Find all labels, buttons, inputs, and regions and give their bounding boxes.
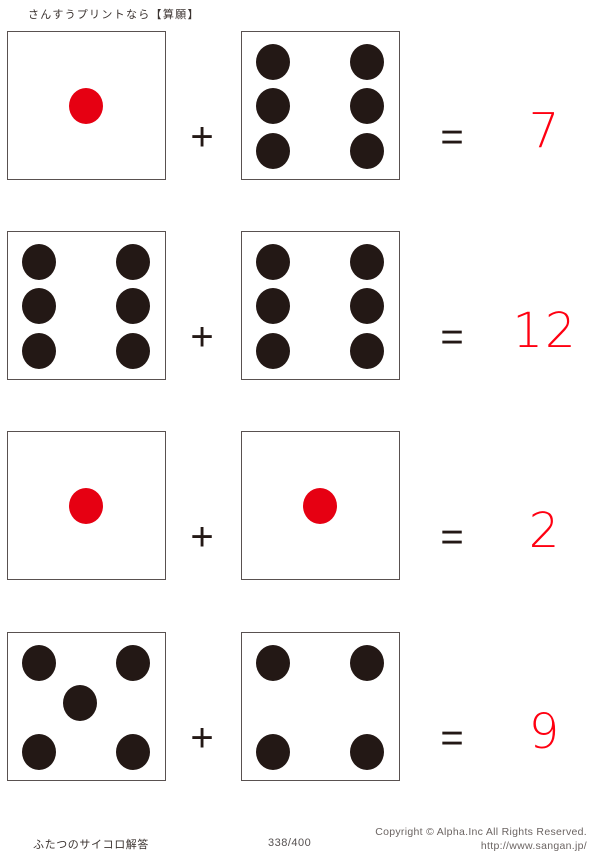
die-pip [116,288,150,324]
die-left [7,31,166,180]
footer-worksheet-label: ふたつのサイコロ解答 [33,839,149,851]
plus-operator: + [190,315,214,359]
plus-operator: + [190,716,214,760]
die-pip [63,685,97,721]
die-pip [350,88,384,124]
footer-page-number: 338/400 [268,837,312,849]
die-pip [22,734,56,770]
footer-copyright: Copyright © Alpha.Inc All Rights Reserve… [375,826,587,838]
die-pip [256,333,290,369]
die-right [241,231,400,380]
plus-operator: + [190,115,214,159]
equals-operator: = [440,115,464,159]
die-pip [22,288,56,324]
die-pip [350,244,384,280]
die-left [7,632,166,781]
equals-operator: = [440,515,464,559]
die-pip [350,288,384,324]
problem-row: + = 9 [0,632,600,782]
answer-value: 2 [528,503,562,559]
problem-row: + = 12 [0,231,600,381]
die-pip [256,133,290,169]
die-pip [350,333,384,369]
die-pip [69,88,103,124]
die-pip [256,88,290,124]
die-pip [116,734,150,770]
die-pip [256,244,290,280]
die-pip [350,645,384,681]
die-left [7,431,166,580]
die-pip [303,488,337,524]
problem-row: + = 7 [0,31,600,181]
answer-value: 9 [528,704,562,760]
die-left [7,231,166,380]
die-right [241,632,400,781]
die-pip [256,44,290,80]
die-pip [22,645,56,681]
die-pip [69,488,103,524]
problem-row: + = 2 [0,431,600,581]
die-pip [22,244,56,280]
die-pip [116,645,150,681]
equals-operator: = [440,315,464,359]
equals-operator: = [440,716,464,760]
die-pip [256,645,290,681]
plus-operator: + [190,515,214,559]
die-pip [350,44,384,80]
answer-value: 7 [528,103,562,159]
answer-value: 12 [512,303,578,359]
footer-url[interactable]: http://www.sangan.jp/ [480,840,587,852]
page-title: さんすうプリントなら【算願】 [28,9,200,21]
die-pip [116,244,150,280]
die-pip [256,288,290,324]
die-right [241,31,400,180]
die-pip [116,333,150,369]
die-right [241,431,400,580]
die-pip [256,734,290,770]
die-pip [350,133,384,169]
die-pip [22,333,56,369]
die-pip [350,734,384,770]
